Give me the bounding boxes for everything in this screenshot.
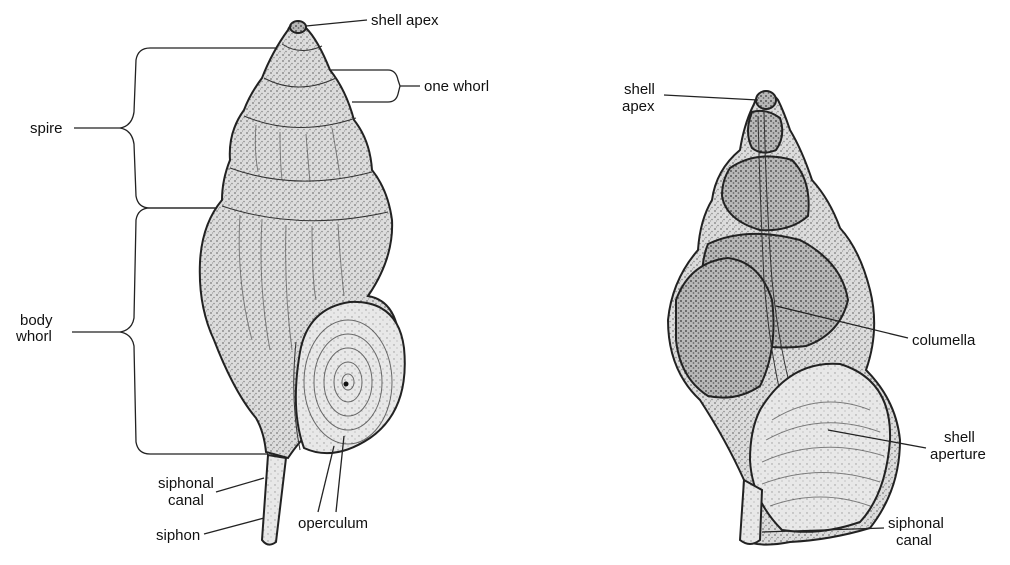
right-shell-illustration	[668, 91, 900, 545]
label-siphon: siphon	[156, 527, 200, 544]
leader-operculum-1	[318, 446, 334, 512]
label-shell-apex-left: shell apex	[371, 12, 439, 29]
label-shell-aperture-1: shell	[944, 429, 975, 446]
label-siphonal-canal-right-2: canal	[896, 532, 932, 549]
right-siphonal-canal-tip	[740, 480, 762, 544]
label-siphonal-canal-left-1: siphonal	[158, 475, 214, 492]
label-shell-aperture-2: aperture	[930, 446, 986, 463]
leader-shell-apex-left	[306, 20, 367, 26]
left-apex-nub	[290, 21, 306, 33]
leader-siphon	[204, 518, 264, 534]
label-operculum: operculum	[298, 515, 368, 532]
label-spire: spire	[30, 120, 63, 137]
label-siphonal-canal-left-2: canal	[168, 492, 204, 509]
right-apex-nub	[756, 91, 776, 109]
operculum-nucleus	[344, 382, 349, 387]
label-siphonal-canal-right-1: siphonal	[888, 515, 944, 532]
label-one-whorl: one whorl	[424, 78, 489, 95]
label-body-whorl-1: body	[20, 312, 53, 329]
operculum-shape	[296, 302, 405, 453]
chamber-4	[676, 258, 774, 398]
leader-siphonal-canal-left	[216, 478, 264, 492]
left-shell-illustration	[200, 21, 405, 545]
siphon-tube	[262, 455, 286, 545]
label-body-whorl-2: whorl	[15, 328, 52, 345]
label-shell-apex-right-2: apex	[622, 98, 655, 115]
label-shell-apex-right-1: shell	[624, 81, 655, 98]
label-columella: columella	[912, 332, 976, 349]
leader-shell-apex-right	[664, 95, 758, 100]
